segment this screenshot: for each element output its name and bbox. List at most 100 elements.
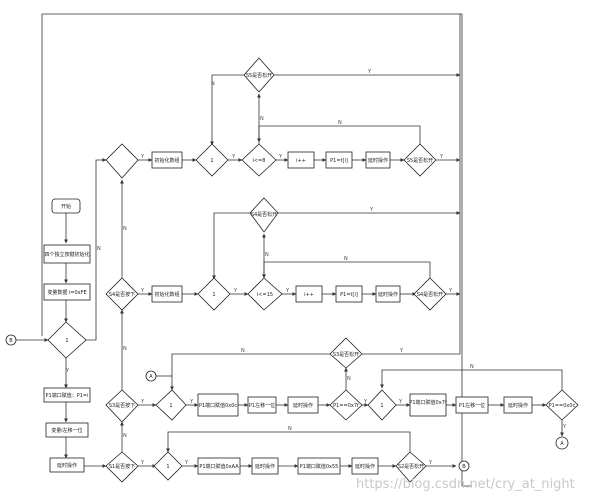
r2-s4-top-diamond: S4是否松开	[249, 197, 279, 233]
r1-init-box: 初始化数组	[151, 151, 183, 169]
s5-diamond	[105, 143, 139, 179]
start-label: 开始	[61, 203, 71, 210]
yes-label: Y	[399, 348, 404, 354]
no-label: N	[123, 226, 127, 232]
r3-shift2-box: P1左移一位	[455, 396, 489, 414]
s3-diamond: S3是否按下	[105, 389, 139, 423]
yes-label: Y	[189, 399, 194, 405]
no-label: N	[470, 364, 474, 370]
svg-text:1: 1	[166, 464, 169, 470]
svg-text:P1端口赋值0xAA: P1端口赋值0xAA	[199, 463, 239, 470]
svg-text:S3是否按下: S3是否按下	[109, 402, 135, 409]
edge-r3-top-exit	[362, 14, 461, 355]
r2-p1-box: P1=t[i]	[335, 285, 363, 303]
yes-label: Y	[278, 154, 283, 160]
r3-s3-top-diamond: S3是否松开	[329, 337, 363, 369]
r2-loop-diamond: i<=15	[247, 277, 283, 311]
r1-inc-box: i++	[287, 151, 315, 169]
r3-check1-diamond: P1==0x7f	[329, 389, 363, 421]
svg-text:延时操作: 延时操作	[355, 463, 375, 470]
no-label: N	[97, 246, 101, 252]
svg-text:1: 1	[212, 292, 215, 298]
r3-check2-diamond: P1==0x0c	[545, 389, 579, 421]
r4-delay2-box: 延时操作	[351, 457, 379, 475]
p1-assign-box: P1端口赋值：P1=i	[43, 387, 91, 403]
svg-text:P1==0x7f: P1==0x7f	[333, 403, 359, 409]
r1-cond-diamond: 1	[195, 143, 229, 177]
svg-text:A: A	[149, 374, 153, 380]
r1-s5-top-diamond: S5是否松开	[243, 57, 275, 93]
svg-text:S4是否松开: S4是否松开	[417, 291, 443, 298]
no-label: N	[338, 120, 342, 126]
yes-label: Y	[140, 154, 145, 160]
yes-label: Y	[439, 154, 444, 160]
no-label: N	[288, 426, 292, 432]
svg-text:P1端口赋值0x0c: P1端口赋值0x0c	[199, 402, 238, 409]
yes-label: Y	[363, 399, 368, 405]
svg-text:延时操作: 延时操作	[378, 291, 398, 298]
edge-cond-no	[86, 158, 107, 341]
s4-diamond: S4是否按下	[105, 277, 139, 311]
shift-left-box: 变量i左移一位	[45, 422, 89, 438]
r2-delay-box: 延时操作	[375, 285, 401, 303]
r3-p1-box: P1端口赋值0x0c	[197, 393, 239, 417]
r4-s2-diamond: S2是否松开	[395, 451, 427, 483]
edge-r1-loopback	[257, 125, 421, 146]
svg-text:P1端口赋值：P1=i: P1端口赋值：P1=i	[46, 392, 89, 399]
svg-text:i++: i++	[296, 158, 306, 164]
no-label: N	[211, 81, 215, 87]
yes-label: Y	[369, 207, 374, 213]
r3-p1b-box: P1端口赋值0x7f	[409, 393, 447, 417]
r4-p1-box: P1端口赋值0xAA	[197, 457, 241, 475]
yes-label: Y	[140, 288, 145, 294]
yes-label: Y	[428, 460, 433, 466]
edge-r4-loopback	[166, 431, 411, 453]
svg-text:S4是否松开: S4是否松开	[251, 211, 277, 218]
no-label: N	[265, 252, 269, 258]
svg-text:S5是否松开: S5是否松开	[246, 72, 272, 79]
svg-text:延时操作: 延时操作	[255, 463, 275, 470]
svg-text:1: 1	[65, 338, 68, 344]
yes-label: Y	[65, 368, 70, 374]
edge-r3-loop2	[380, 369, 563, 390]
r3-cond2-diamond: 1	[367, 389, 397, 421]
delay-a-box: 延时操作	[49, 457, 85, 473]
svg-text:变量数据 i=0xFE: 变量数据 i=0xFE	[47, 289, 86, 296]
svg-text:i<=15: i<=15	[257, 292, 273, 298]
svg-text:A: A	[560, 441, 564, 447]
svg-text:B: B	[9, 338, 13, 344]
svg-text:延时操作: 延时操作	[57, 462, 77, 469]
svg-text:i<=8: i<=8	[253, 158, 266, 164]
edge-r1-top-back	[210, 74, 244, 146]
yes-label: Y	[231, 154, 236, 160]
r3-cond-diamond: 1	[155, 389, 187, 421]
edge-r2-loopback	[262, 261, 431, 280]
edge-r2-top-back	[212, 212, 250, 280]
svg-text:S5是否松开: S5是否松开	[407, 157, 433, 164]
no-label: N	[347, 376, 351, 382]
r1-p1-box: P1=t[i]	[325, 151, 353, 169]
svg-text:P1端口赋值0x55: P1端口赋值0x55	[300, 463, 339, 470]
r1-loop-diamond: i<=8	[241, 143, 277, 177]
r2-s4-diamond: S4是否松开	[413, 277, 447, 311]
yes-label: Y	[140, 399, 145, 405]
no-label: N	[241, 348, 245, 354]
branch-labels: N Y N N N Y Y Y Y Y Y Y N N Y N Y Y Y N …	[65, 69, 567, 466]
r3-delay-box: 延时操作	[287, 396, 319, 414]
svg-text:初始化数组: 初始化数组	[154, 157, 179, 164]
yes-label: Y	[140, 460, 145, 466]
watermark-text: https://blog.csdn.net/cry_at_night	[356, 477, 575, 492]
svg-text:P1左移一位: P1左移一位	[249, 402, 275, 409]
svg-text:1: 1	[169, 403, 172, 409]
edges	[16, 13, 564, 487]
yes-label: Y	[233, 288, 238, 294]
svg-text:P1端口赋值0x7f: P1端口赋值0x7f	[409, 399, 447, 406]
r1-s5-diamond: S5是否松开	[403, 143, 437, 177]
svg-text:P1左移一位: P1左移一位	[459, 402, 485, 409]
svg-text:S4是否按下: S4是否按下	[109, 291, 135, 298]
r2-cond-diamond: 1	[197, 277, 231, 311]
no-label: N	[260, 116, 264, 122]
r4-delay-box: 延时操作	[251, 457, 279, 475]
edge-outer-frame	[41, 13, 472, 487]
